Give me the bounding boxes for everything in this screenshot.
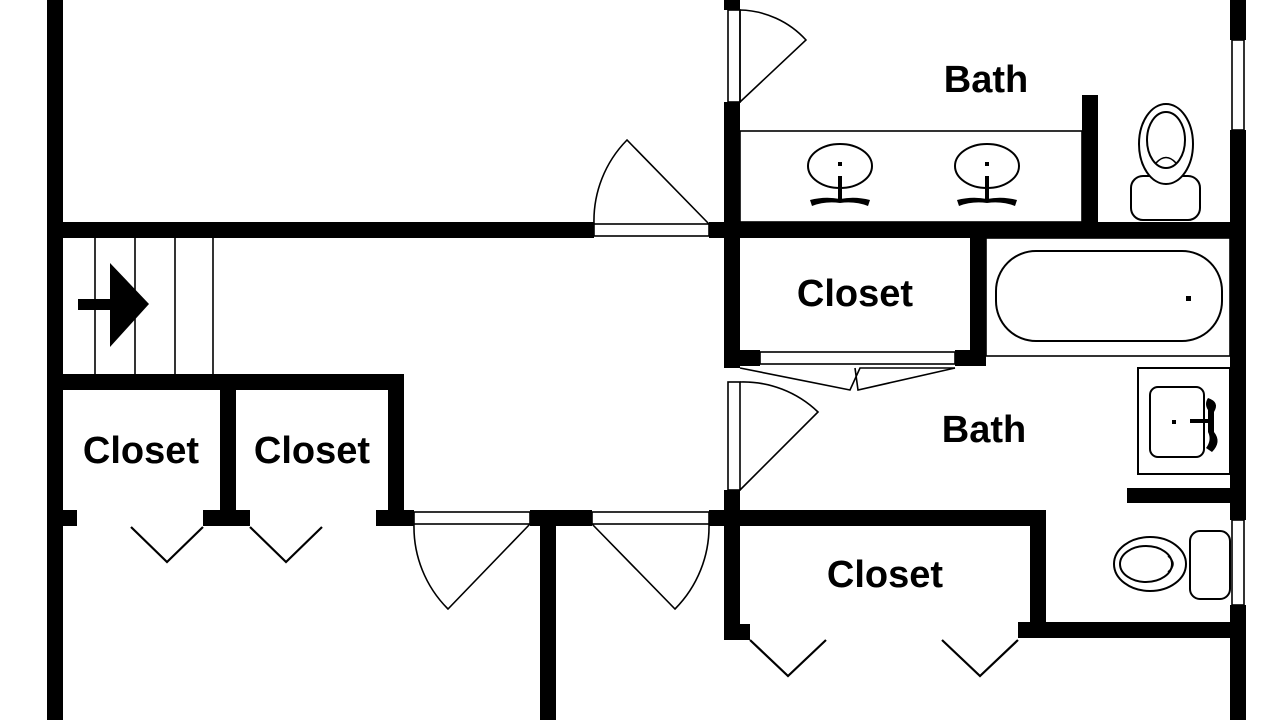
room-label-bath-lower: Bath bbox=[941, 409, 1027, 451]
bathtub-icon bbox=[985, 237, 1231, 357]
window-right bbox=[1231, 39, 1245, 606]
door-swing-icon bbox=[413, 9, 820, 611]
toilet-icon bbox=[1130, 103, 1201, 221]
room-label-closet-bottom-right: Closet bbox=[826, 554, 944, 596]
walls bbox=[47, 0, 1246, 720]
sink-icon bbox=[1137, 367, 1231, 475]
stairs-arrow-icon bbox=[78, 263, 149, 347]
sink-icon bbox=[807, 143, 1020, 206]
toilet-icon bbox=[1113, 530, 1231, 600]
vanity-counter bbox=[739, 130, 1083, 223]
room-label-closet-center: Closet bbox=[796, 273, 914, 315]
bifold-door-icon bbox=[130, 351, 1019, 678]
room-label-closet-left-2: Closet bbox=[253, 430, 371, 472]
room-label-closet-left-1: Closet bbox=[82, 430, 200, 472]
room-label-bath-upper: Bath bbox=[943, 59, 1029, 101]
